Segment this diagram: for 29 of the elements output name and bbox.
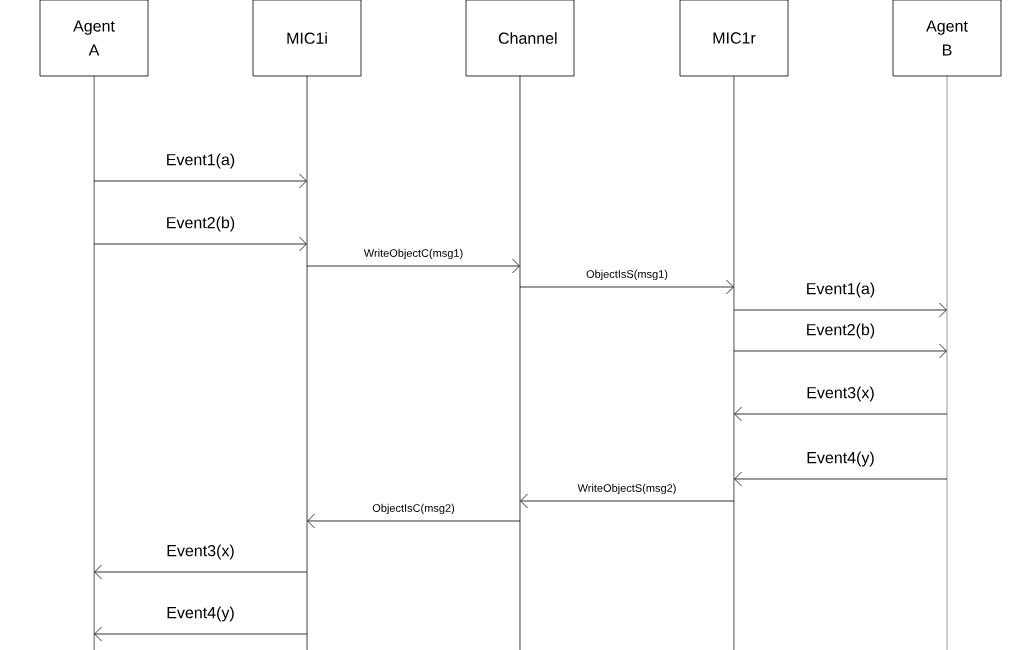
- message-label: Event1(a): [167, 153, 235, 169]
- message-label: ObjectIsS(msg1): [586, 269, 668, 281]
- message-label: WriteObjectC(msg1): [363, 248, 463, 260]
- message-label: ObjectIsC(msg2): [372, 503, 455, 515]
- message-arrow: [93, 173, 307, 189]
- participant-box: Agent B: [892, 0, 1002, 77]
- message-arrow: [306, 258, 520, 274]
- message-label: Event1(a): [807, 282, 875, 298]
- participant-box: Channel: [465, 0, 575, 77]
- message-arrow: [733, 343, 947, 359]
- message-arrow: [519, 279, 734, 295]
- message-arrow: [94, 626, 308, 642]
- message-label: Event2(b): [167, 216, 235, 232]
- message-label: WriteObjectS(msg2): [577, 483, 676, 495]
- message-arrow: [307, 513, 521, 529]
- message-arrow: [94, 564, 308, 580]
- message-arrow: [733, 302, 947, 318]
- message-label: Event3(x): [807, 386, 874, 402]
- message-arrow: [734, 406, 948, 422]
- message-label: Event2(b): [807, 323, 875, 339]
- participant-box: MIC1i: [252, 0, 362, 77]
- message-arrow: [734, 471, 948, 487]
- message-arrow: [93, 236, 307, 252]
- message-label: Event4(y): [807, 451, 874, 467]
- message-label: Event3(x): [167, 544, 234, 560]
- participant-box: MIC1r: [679, 0, 789, 77]
- message-arrow: [520, 493, 735, 509]
- message-label: Event4(y): [167, 606, 234, 622]
- participant-box: Agent A: [39, 0, 149, 77]
